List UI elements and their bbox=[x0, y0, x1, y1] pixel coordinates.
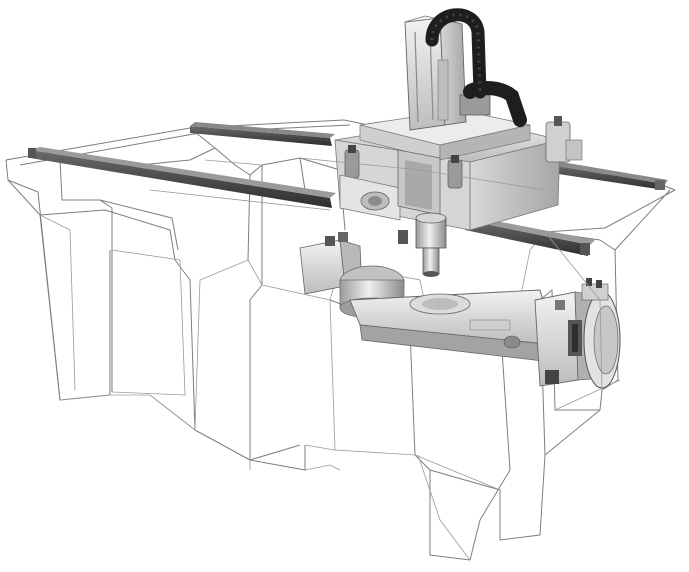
spindle-head bbox=[398, 212, 447, 277]
trunnion-table bbox=[339, 265, 621, 389]
wireframe-foreground bbox=[149, 157, 603, 391]
vertical-ram bbox=[404, 15, 491, 131]
guide-rails bbox=[28, 122, 668, 256]
gantry-crossbeam bbox=[334, 109, 583, 231]
cable-chain bbox=[425, 8, 527, 127]
